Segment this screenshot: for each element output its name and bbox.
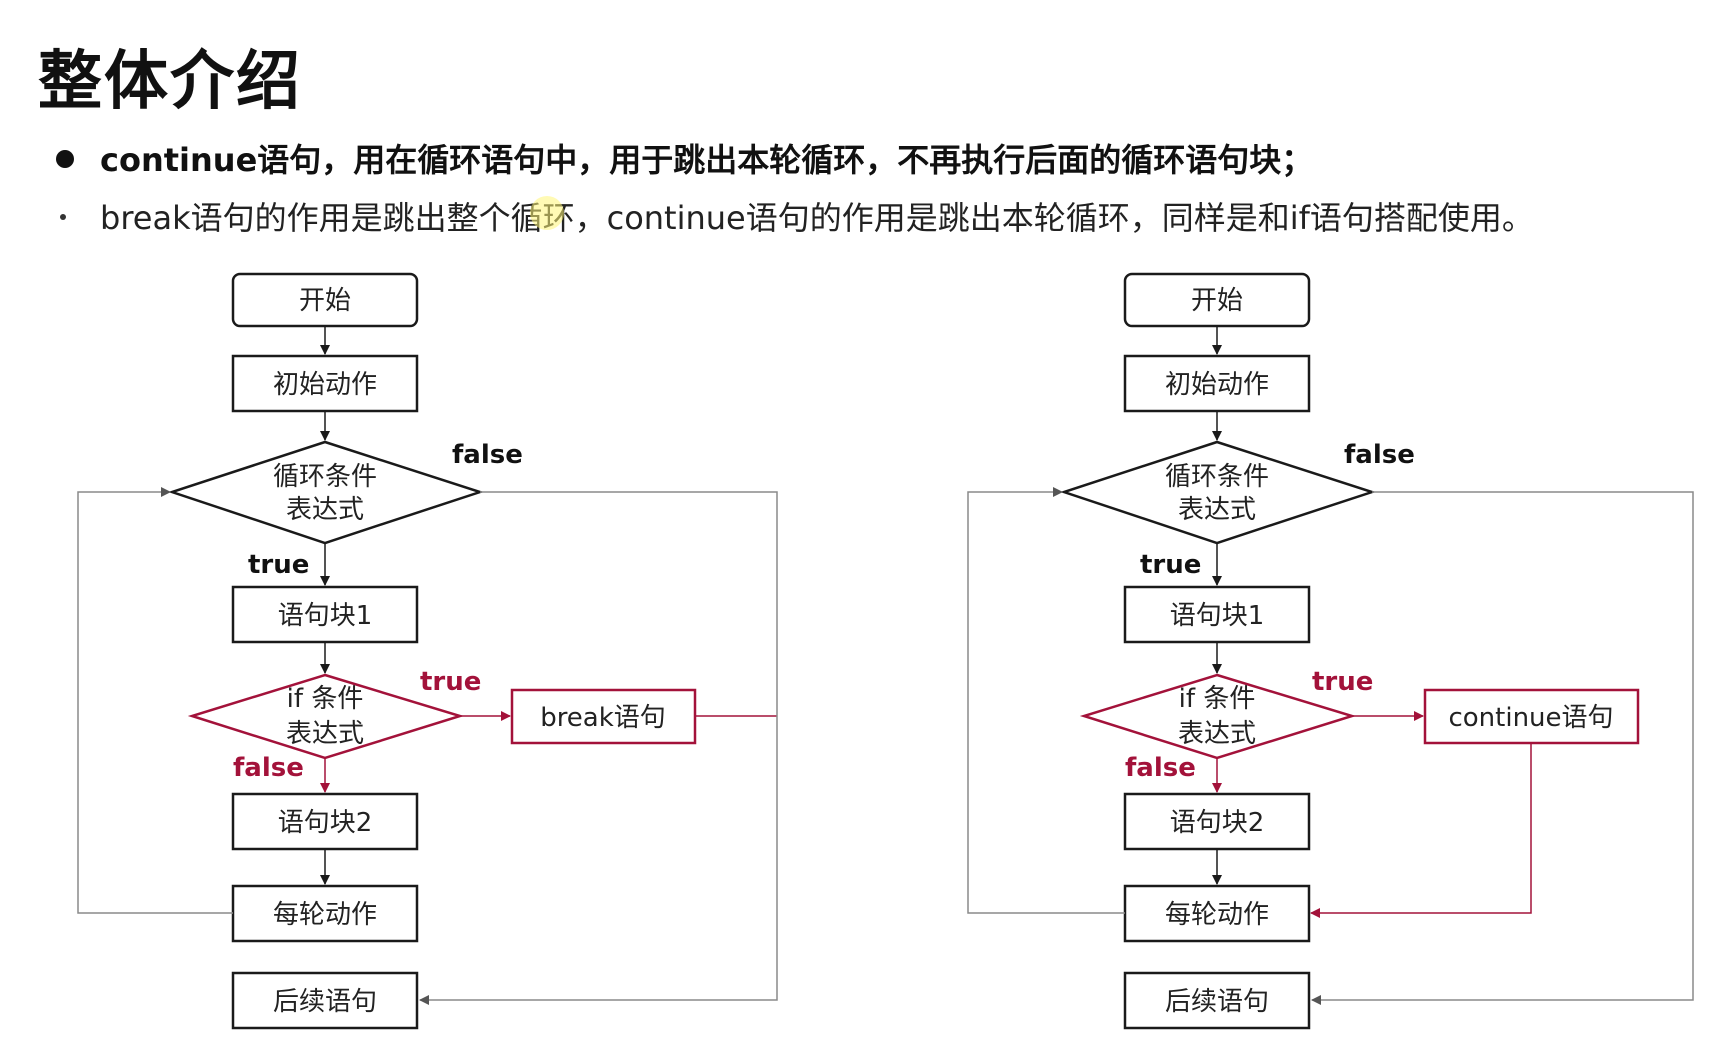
loop-back-line [967, 487, 1125, 914]
start-label: 开始 [1191, 286, 1243, 316]
block1-label: 语句块1 [1170, 601, 1265, 631]
block2-label: 语句块2 [1170, 808, 1265, 838]
cursor-highlight-icon [530, 196, 564, 230]
step-node [1123, 884, 1311, 943]
break-label: break语句 [540, 703, 666, 733]
step-label: 每轮动作 [1165, 900, 1269, 930]
loop-condition-node [168, 440, 485, 545]
flowchart-continue: 开始 初始动作 循环条件 表达式 false true 语句块1 if 条件 表… [967, 272, 1694, 1030]
false-exit-line [1311, 491, 1694, 1005]
continue-label: continue语句 [1448, 703, 1613, 733]
loop-condition-node [1060, 440, 1377, 545]
if-true-label: true [1312, 667, 1373, 697]
block2-node [231, 792, 419, 851]
bullet-dot-icon [56, 150, 74, 168]
if-label-line1: if 条件 [1179, 684, 1256, 714]
init-node [1123, 354, 1311, 413]
step-node [231, 884, 419, 943]
true-label: true [1140, 550, 1201, 580]
true-label: true [248, 550, 309, 580]
bullet-dot-icon [60, 214, 66, 220]
condition-label-line1: 循环条件 [273, 462, 377, 492]
init-label: 初始动作 [273, 370, 377, 400]
block2-label: 语句块2 [278, 808, 373, 838]
block1-node [1123, 585, 1311, 644]
condition-label-line2: 表达式 [286, 495, 364, 525]
after-label: 后续语句 [273, 987, 377, 1017]
if-false-label: false [1125, 753, 1196, 783]
bullet-text: continue语句，用在循环语句中，用于跳出本轮循环，不再执行后面的循环语句块… [100, 141, 1314, 179]
if-label-line1: if 条件 [287, 684, 364, 714]
bullet-continue: continue语句，用在循环语句中，用于跳出本轮循环，不再执行后面的循环语句块… [56, 135, 1313, 181]
condition-label-line1: 循环条件 [1165, 462, 1269, 492]
if-label-line2: 表达式 [286, 719, 364, 749]
bullet-break: break语句的作用是跳出整个循环，continue语句的作用是跳出本轮循环，同… [56, 193, 1534, 239]
condition-label-line2: 表达式 [1178, 495, 1256, 525]
false-label: false [1344, 440, 1415, 470]
block1-label: 语句块1 [278, 601, 373, 631]
bullet-text: break语句的作用是跳出整个循环，continue语句的作用是跳出本轮循环，同… [100, 199, 1534, 237]
false-exit-line [419, 491, 778, 1005]
block1-node [231, 585, 419, 644]
start-label: 开始 [299, 286, 351, 316]
step-label: 每轮动作 [273, 900, 377, 930]
init-node [231, 354, 419, 413]
if-label-line2: 表达式 [1178, 719, 1256, 749]
block2-node [1123, 792, 1311, 851]
break-statement-node [510, 688, 697, 745]
after-node [231, 971, 419, 1030]
flowchart-break: 开始 初始动作 循环条件 表达式 false true 语句块1 if 条件 表… [77, 272, 778, 1030]
loop-back-line [77, 487, 233, 914]
if-true-label: true [420, 667, 481, 697]
init-label: 初始动作 [1165, 370, 1269, 400]
after-node [1123, 971, 1311, 1030]
continue-statement-node [1423, 688, 1640, 745]
page-title: 整体介绍 [38, 45, 302, 119]
false-label: false [452, 440, 523, 470]
if-false-label: false [233, 753, 304, 783]
continue-return-line [1310, 743, 1532, 918]
after-label: 后续语句 [1165, 987, 1269, 1017]
